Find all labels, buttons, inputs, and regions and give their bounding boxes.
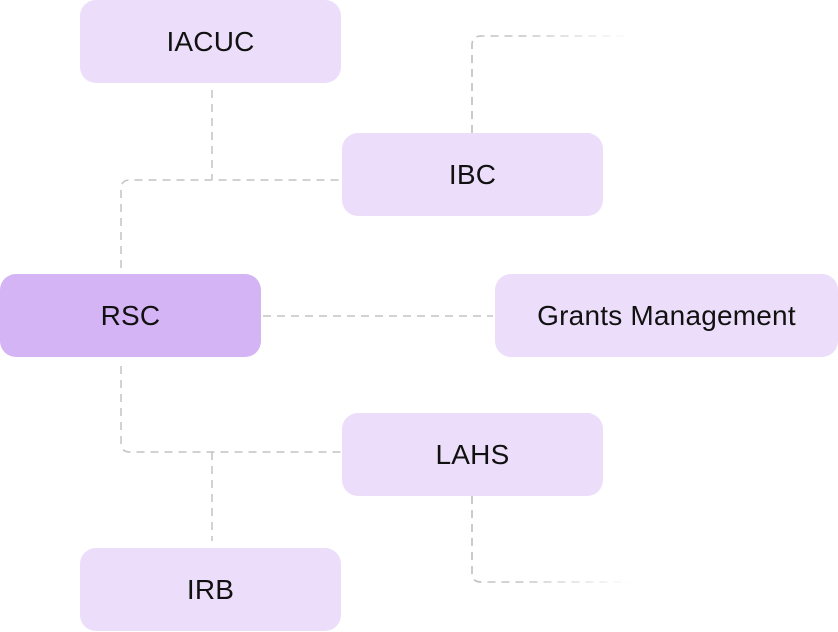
node-ibc[interactable]: IBC	[342, 133, 603, 216]
connector-rsc-ibc	[120, 179, 342, 268]
connector-rsc-lahs	[120, 366, 342, 453]
node-label: IACUC	[166, 25, 255, 57]
connector-lahs-offscreen	[471, 496, 635, 583]
node-label: RSC	[100, 299, 161, 331]
node-lahs[interactable]: LAHS	[342, 413, 603, 496]
node-label: Grants Management	[537, 299, 796, 331]
connector-lahs-offscreen-vertical	[471, 496, 482, 583]
node-label: IRB	[186, 573, 235, 605]
node-grants-management[interactable]: Grants Management	[495, 274, 838, 357]
node-rsc[interactable]: RSC	[0, 274, 261, 357]
node-iacuc[interactable]: IACUC	[80, 0, 341, 83]
connector-ibc-offscreen-vertical	[471, 35, 482, 133]
node-label: LAHS	[435, 438, 510, 470]
connector-ibc-offscreen	[471, 35, 635, 133]
node-irb[interactable]: IRB	[80, 548, 341, 631]
node-label: IBC	[448, 158, 497, 190]
